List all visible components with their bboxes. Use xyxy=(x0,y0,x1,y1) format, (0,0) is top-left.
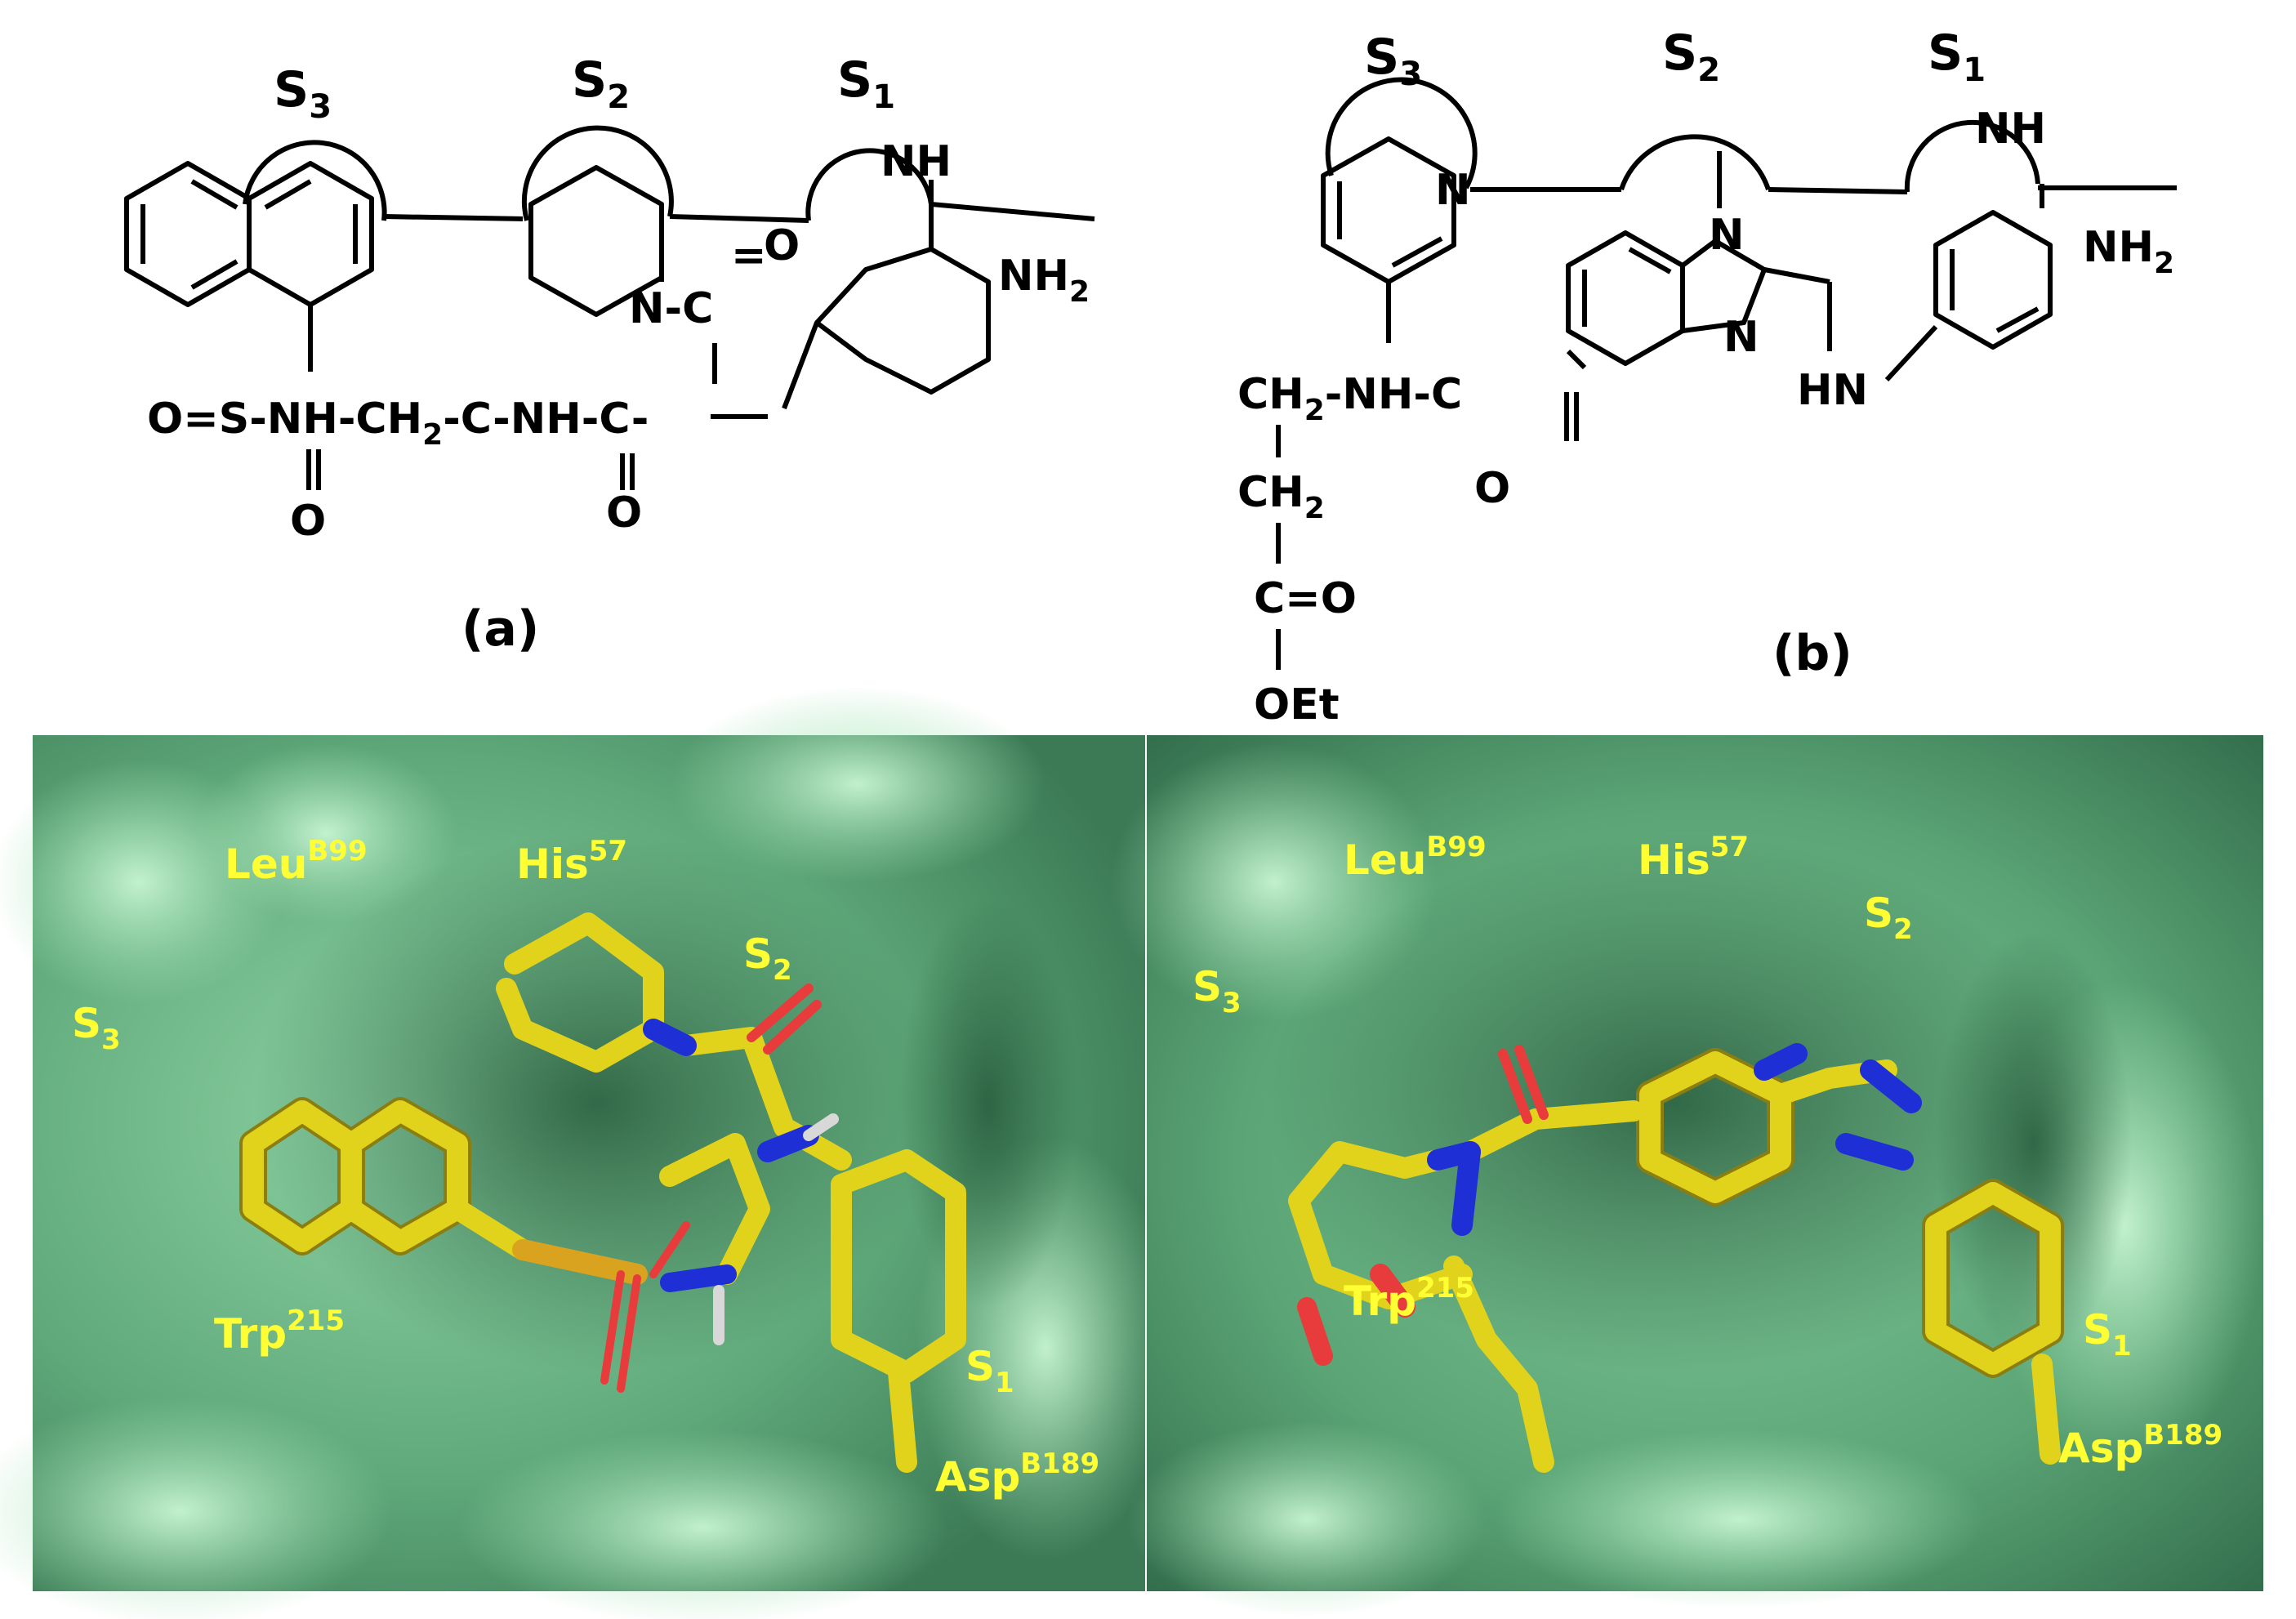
label-trp215-b: Trp215 xyxy=(1344,1272,1474,1325)
sulfonyl-o-a: O xyxy=(290,497,326,546)
label-his57-b: His57 xyxy=(1638,831,1749,884)
linker-hn: HN xyxy=(1797,366,1868,415)
label-leu-b99-b: LeuB99 xyxy=(1344,831,1487,884)
caption-a: (a) xyxy=(461,600,539,658)
structure-a-labels: S3 S2 S1 NH NH2 N-C = O O=S-NH-CH2-C-NH-… xyxy=(147,51,1090,658)
s2-pocket-arc xyxy=(521,125,674,221)
ester-oet: OEt xyxy=(1254,680,1340,729)
site-s1-b: S1 xyxy=(1928,25,1986,89)
amidine-nh-a: NH xyxy=(881,137,952,186)
carbonyl-eq-a: = xyxy=(731,231,767,280)
surface-bump xyxy=(1495,1429,1985,1609)
label-s2-b: S2 xyxy=(1864,890,1913,946)
label-s3-a: S3 xyxy=(72,1000,121,1056)
docking-panel-a: LeuB99 His57 S2 S3 Trp215 S1 AspB189 xyxy=(0,686,1176,1619)
surface-bump xyxy=(1127,1421,1487,1617)
amide-o-a: O xyxy=(606,488,642,537)
label-s1-a: S1 xyxy=(965,1343,1014,1399)
benzamidine-ring-a xyxy=(814,247,991,395)
label-s1-b: S1 xyxy=(2083,1306,2132,1363)
ester-co: C=O xyxy=(1254,574,1357,623)
s2-pocket-arc-b xyxy=(1619,134,1771,190)
amidine-nh2-a: NH2 xyxy=(998,252,1090,309)
structure-b-labels: S3 S2 S1 N N N NH NH2 HN CH2-NH-C CH2 C=… xyxy=(1237,25,2174,729)
site-s2-b: S2 xyxy=(1662,25,1720,89)
structure-b xyxy=(1276,77,2177,670)
s3-pocket-arc-b xyxy=(1325,77,1478,190)
label-asp-b189-b: AspB189 xyxy=(2058,1419,2222,1472)
chain-ch2-b: CH2 xyxy=(1237,468,1325,525)
s3-pocket-arc xyxy=(243,140,387,221)
surface-bump xyxy=(196,743,457,923)
chain-ch2-nh-c: CH2-NH-C xyxy=(1237,370,1462,427)
label-asp-b189-a: AspB189 xyxy=(935,1447,1099,1501)
label-s3-b: S3 xyxy=(1193,963,1242,1019)
imidazole-n1: N xyxy=(1709,211,1745,260)
s1-pocket-arc-b xyxy=(1904,119,2040,193)
label-s2-a: S2 xyxy=(743,930,792,987)
amidine-nh2-b: NH2 xyxy=(2083,223,2174,280)
label-leu-b99-a: LeuB99 xyxy=(225,835,368,888)
pyridine-ring xyxy=(1321,136,1456,284)
s1-pocket-shadow xyxy=(898,899,1078,1307)
pyridine-n: N xyxy=(1435,166,1471,215)
s1-pocket-arc xyxy=(805,148,934,221)
amide-o-b: O xyxy=(1474,464,1510,513)
amidine-nh-b: NH xyxy=(1975,105,2046,154)
site-s1-a: S1 xyxy=(837,51,895,116)
site-s3-a: S3 xyxy=(274,61,332,126)
carbonyl-o-top-a: O xyxy=(764,221,800,270)
label-trp215-a: Trp215 xyxy=(214,1305,345,1358)
binding-cleft-shadow xyxy=(1266,833,2083,1372)
site-s2-a: S2 xyxy=(572,51,630,116)
s1-pocket-shadow xyxy=(1936,931,2132,1356)
label-his57-a: His57 xyxy=(516,835,627,888)
imidazole-n2: N xyxy=(1723,313,1759,362)
surface-bump xyxy=(670,686,1045,882)
docking-panel-b: LeuB99 His57 S2 S3 Trp215 S1 AspB189 xyxy=(1111,735,2263,1617)
benzamidine-ring-b xyxy=(1933,210,2053,350)
caption-b: (b) xyxy=(1772,625,1852,682)
surface-bump xyxy=(457,1429,947,1619)
chain-a: O=S-NH-CH2-C-NH-C- xyxy=(147,395,649,452)
surface-bump xyxy=(0,1397,392,1619)
structure-a xyxy=(124,125,1095,490)
site-s3-b: S3 xyxy=(1364,29,1422,93)
piperidine-n-co: N-C xyxy=(629,284,713,333)
naphthalene-ring-right xyxy=(247,161,374,307)
